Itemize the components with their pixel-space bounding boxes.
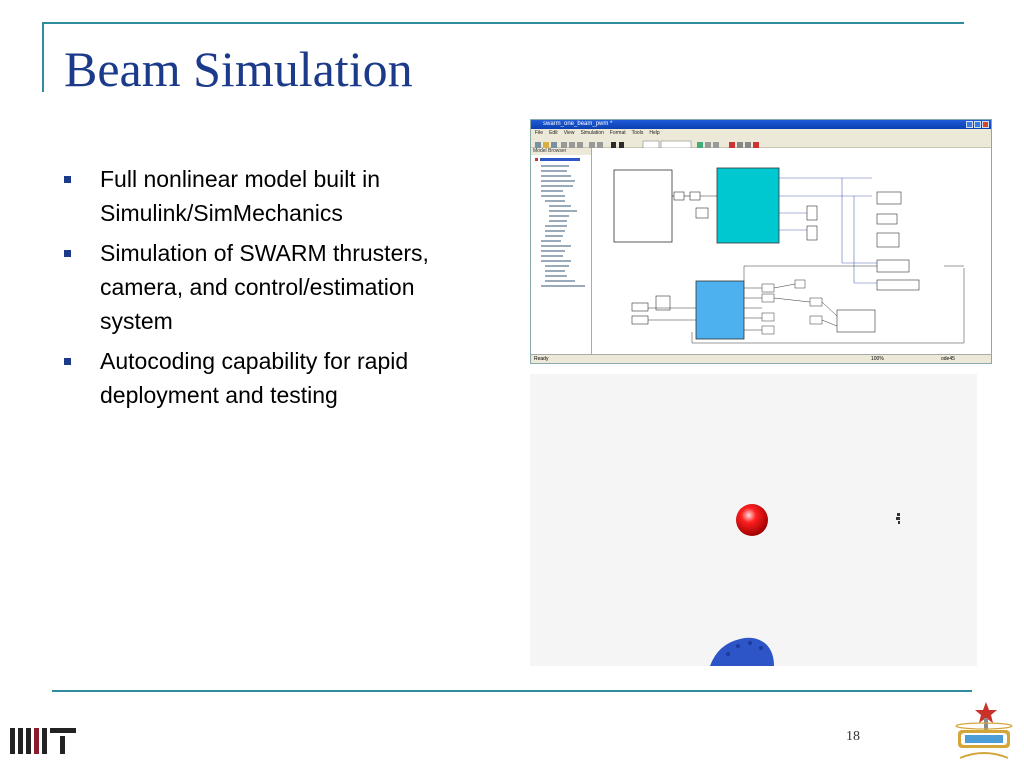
menu-item: Tools	[631, 130, 644, 136]
bullet-text: Autocoding capability for rapid deployme…	[100, 348, 409, 408]
bullet-item: Simulation of SWARM thrusters, camera, a…	[62, 236, 492, 338]
page-number: 18	[846, 729, 860, 744]
status-zoom: 100%	[871, 356, 884, 362]
camera-target-marker	[896, 513, 900, 524]
status-left: Ready	[534, 356, 549, 362]
menu-item: File	[535, 130, 544, 136]
toolbar-icons	[535, 140, 759, 149]
ssl-logo-icon	[955, 702, 1013, 759]
maximize-icon	[974, 121, 981, 128]
mit-logo-icon	[10, 728, 76, 754]
slide-title: Beam Simulation	[64, 41, 413, 97]
block-diagram-canvas	[592, 148, 991, 355]
status-bar: Ready 100% ode45	[531, 354, 991, 363]
controller-block	[695, 280, 745, 340]
simulink-screenshot: swarm_one_beam_pwm * File Edit View Simu…	[530, 119, 992, 364]
animation-scene	[710, 504, 900, 666]
footer-rule	[52, 690, 972, 692]
close-icon	[982, 121, 989, 128]
menu-item: Format	[609, 130, 626, 136]
red-satellite-sphere	[736, 504, 768, 536]
model-browser-header: Model Browser	[531, 148, 591, 155]
menu-item: Simulation	[580, 130, 604, 136]
menu-item: View	[563, 130, 575, 136]
animation-view	[530, 374, 977, 666]
menu-bar: File Edit View Simulation Format Tools H…	[531, 129, 991, 137]
window-title: swarm_one_beam_pwm *	[543, 121, 613, 127]
bullet-item: Full nonlinear model built in Simulink/S…	[62, 162, 492, 230]
status-solver: ode45	[941, 356, 955, 362]
bullet-list: Full nonlinear model built in Simulink/S…	[62, 162, 492, 418]
bullet-item: Autocoding capability for rapid deployme…	[62, 344, 492, 412]
bullet-text: Simulation of SWARM thrusters, camera, a…	[100, 240, 429, 334]
model-tree	[533, 157, 585, 287]
model-browser-panel: Model Browser	[531, 148, 592, 355]
bullet-text: Full nonlinear model built in Simulink/S…	[100, 166, 380, 226]
window-controls	[966, 121, 989, 128]
menu-item: Edit	[549, 130, 558, 136]
window-title-bar: swarm_one_beam_pwm *	[531, 120, 991, 129]
bullet-square-icon	[64, 358, 71, 365]
title-frame-left-rule	[42, 22, 44, 92]
menu-item: Help	[649, 130, 660, 136]
bullet-square-icon	[64, 176, 71, 183]
ssl-logo	[952, 700, 1016, 771]
blue-vehicle-dome	[710, 637, 774, 666]
swarm-beam-block	[716, 167, 780, 244]
mit-logo	[8, 726, 78, 763]
title-frame-top-rule	[42, 22, 964, 24]
block-diagram	[613, 167, 965, 344]
bullet-square-icon	[64, 250, 71, 257]
camera-model-block	[613, 169, 673, 243]
minimize-icon	[966, 121, 973, 128]
toolbar	[531, 137, 991, 149]
